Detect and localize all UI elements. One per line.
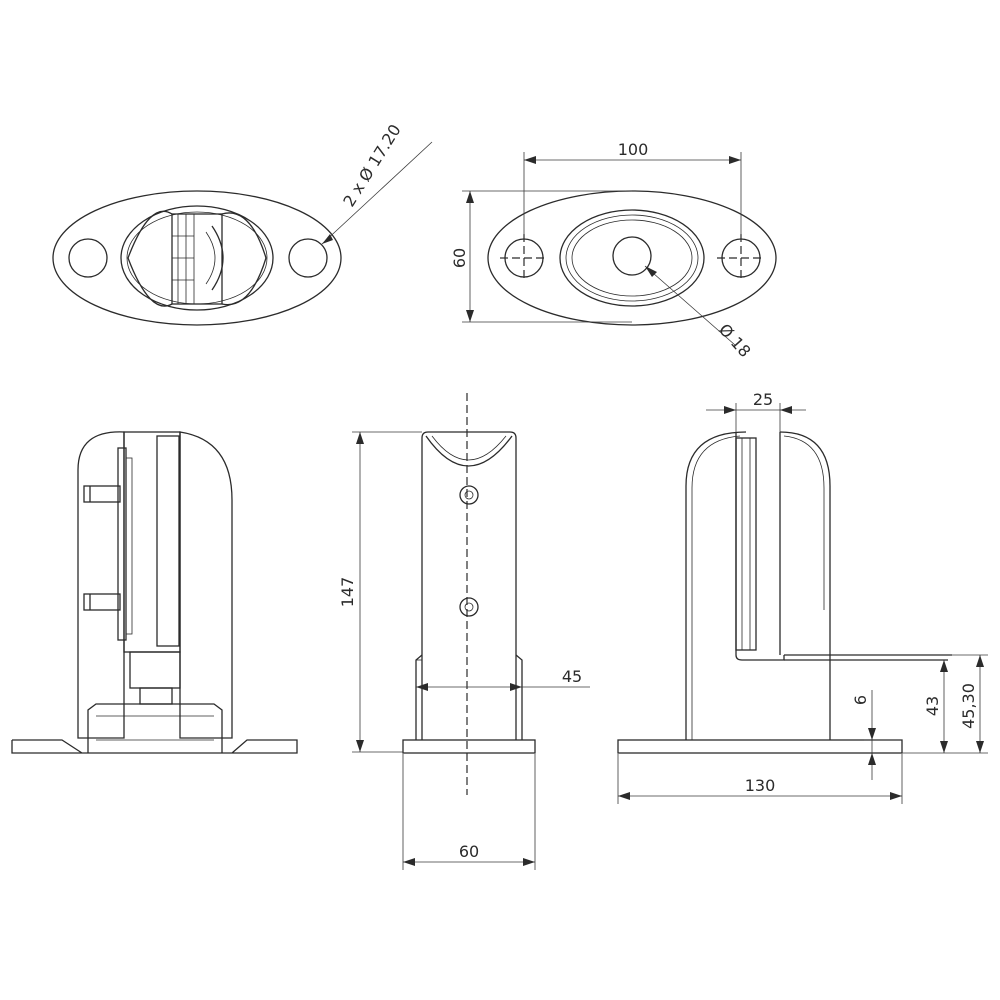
dim-post-height: 147 <box>338 577 357 608</box>
dim-overall-slot-height: 45,30 <box>959 683 978 729</box>
dim-hole-spacing: 100 <box>618 140 649 159</box>
front-view: 147 45 60 <box>338 393 590 870</box>
mounting-hole-right <box>288 238 328 278</box>
screw-icon <box>459 485 479 505</box>
center-hole <box>612 236 652 276</box>
dim-glass-slot-width: 25 <box>753 390 773 409</box>
dim-post-width: 45 <box>562 667 582 686</box>
section-view <box>11 431 298 754</box>
side-view: 25 130 6 43 45,30 <box>617 390 988 804</box>
screw-icon <box>459 597 479 617</box>
dim-holes-diameter: 2 x Ø 17.20 <box>339 121 405 210</box>
top-view-clamp: 2 x Ø 17.20 <box>52 121 433 326</box>
dim-front-base-width: 60 <box>459 842 479 861</box>
dim-base-depth: 60 <box>450 248 469 268</box>
top-view-base: 100 60 Ø 18 <box>450 140 777 361</box>
dim-base-length: 130 <box>745 776 776 795</box>
dim-base-thickness: 6 <box>851 695 870 705</box>
mounting-hole-left <box>68 238 108 278</box>
dim-center-hole-diameter: Ø 18 <box>715 320 755 361</box>
dim-slot-floor-height: 43 <box>923 696 942 716</box>
